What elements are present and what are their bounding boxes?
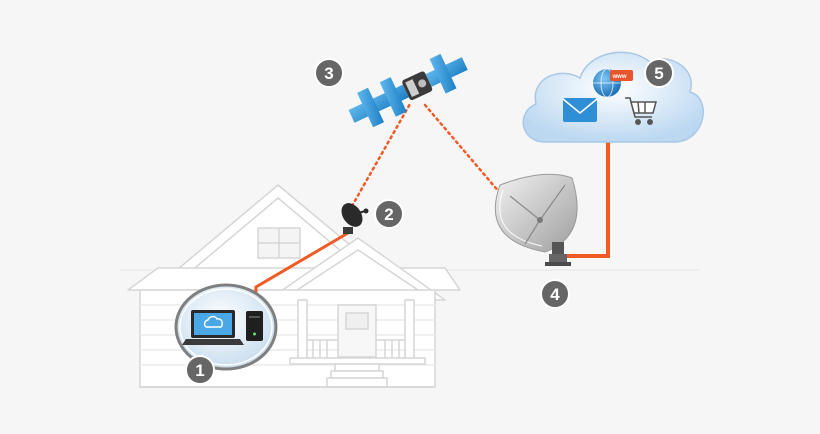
step-number-2: 2 (384, 205, 393, 224)
step-number-1: 1 (195, 361, 204, 380)
home-dish-uplink (350, 102, 412, 208)
globe-icon: www (593, 68, 633, 98)
router-icon (246, 311, 263, 341)
step-number-4: 4 (550, 285, 560, 304)
step-number-3: 3 (324, 64, 333, 83)
step-badge-5: 5 (644, 58, 674, 88)
ground-station-uplink (423, 103, 502, 195)
step-badge-3: 3 (314, 58, 344, 88)
ground-station-dish-icon (494, 173, 578, 266)
step-badge-2: 2 (374, 199, 404, 229)
satellite-dish-icon (341, 203, 369, 234)
ground-station-to-internet-cable (562, 140, 610, 258)
satellite-icon (348, 53, 468, 128)
cloud-icon (522, 51, 704, 143)
envelope-icon (562, 98, 598, 122)
step-badge-1: 1 (185, 355, 215, 385)
step-number-5: 5 (654, 64, 663, 83)
step-badge-4: 4 (540, 279, 570, 309)
www-badge-text: www (612, 74, 627, 80)
shopping-cart-icon (625, 97, 657, 125)
laptop-icon (182, 310, 244, 345)
house (127, 184, 461, 388)
